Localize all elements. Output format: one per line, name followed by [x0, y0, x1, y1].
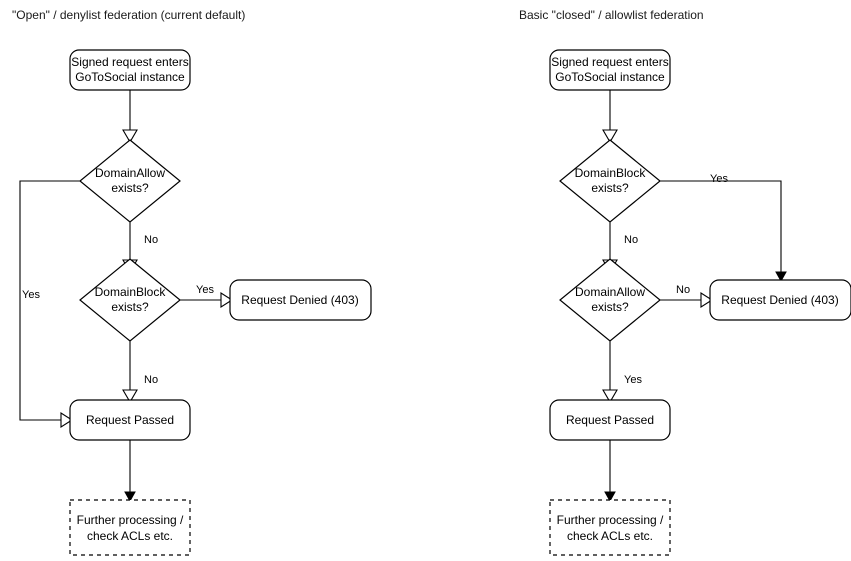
- right-start-label-line1: Signed request enters: [551, 55, 668, 69]
- right-decision-domainallow-label-line2: exists?: [591, 300, 629, 314]
- right-request-denied-label: Request Denied (403): [721, 293, 838, 307]
- left-further-processing-label-line2: check ACLs etc.: [87, 529, 173, 543]
- left-request-passed-label: Request Passed: [86, 413, 174, 427]
- arrowhead-down-icon: [775, 271, 787, 283]
- left-diagram-title: "Open" / denylist federation (current de…: [12, 8, 245, 22]
- arrowhead-down-icon: [122, 129, 138, 144]
- right-further-processing-label-line2: check ACLs etc.: [567, 529, 653, 543]
- arrowhead-down-icon: [122, 389, 138, 404]
- arrowhead-down-icon: [602, 129, 618, 144]
- right-label-domainblock-no: No: [624, 234, 638, 246]
- right-diagram-title: Basic "closed" / allowlist federation: [519, 8, 704, 22]
- arrowhead-right-icon: [700, 291, 714, 309]
- right-decision-domainblock-label-line2: exists?: [591, 181, 629, 195]
- arrowhead-right-icon: [60, 411, 74, 429]
- left-start-label-line1: Signed request enters: [71, 55, 188, 69]
- left-label-domainblock-yes: Yes: [196, 284, 214, 296]
- right-label-domainallow-no: No: [676, 284, 690, 296]
- arrowhead-down-icon: [602, 389, 618, 404]
- left-request-denied-node[interactable]: [229, 279, 372, 321]
- left-decision-domainblock-label-line2: exists?: [111, 300, 149, 314]
- left-decision-domainblock-label-line1: DomainBlock: [95, 285, 167, 299]
- left-start-label-line2: GoToSocial instance: [75, 70, 185, 84]
- left-label-domainallow-yes: Yes: [22, 289, 40, 301]
- left-label-domainallow-no: No: [144, 234, 158, 246]
- left-decision-domainallow-label-line1: DomainAllow: [95, 166, 165, 180]
- arrowhead-right-icon: [220, 291, 234, 309]
- right-decision-domainallow-label-line1: DomainAllow: [575, 285, 645, 299]
- right-start-label-line2: GoToSocial instance: [555, 70, 665, 84]
- left-edge-domainallow-yes: [19, 180, 80, 421]
- left-further-processing-label-line1: Further processing /: [77, 513, 184, 527]
- right-label-domainallow-yes: Yes: [624, 374, 642, 386]
- arrowhead-down-icon: [124, 491, 136, 503]
- arrowhead-down-icon: [604, 491, 616, 503]
- left-decision-domainallow-label-line2: exists?: [111, 181, 149, 195]
- left-label-domainblock-no: No: [144, 374, 158, 386]
- right-edge-domainblock-yes: [660, 180, 782, 273]
- right-decision-domainblock-label-line1: DomainBlock: [575, 166, 647, 180]
- right-further-processing-node[interactable]: [549, 499, 671, 556]
- left-request-denied-label: Request Denied (403): [241, 293, 358, 307]
- right-label-domainblock-yes: Yes: [710, 173, 728, 185]
- right-request-denied-node[interactable]: [709, 279, 851, 321]
- right-request-passed-label: Request Passed: [566, 413, 654, 427]
- right-further-processing-label-line1: Further processing /: [557, 513, 664, 527]
- left-further-processing-node[interactable]: [69, 499, 191, 556]
